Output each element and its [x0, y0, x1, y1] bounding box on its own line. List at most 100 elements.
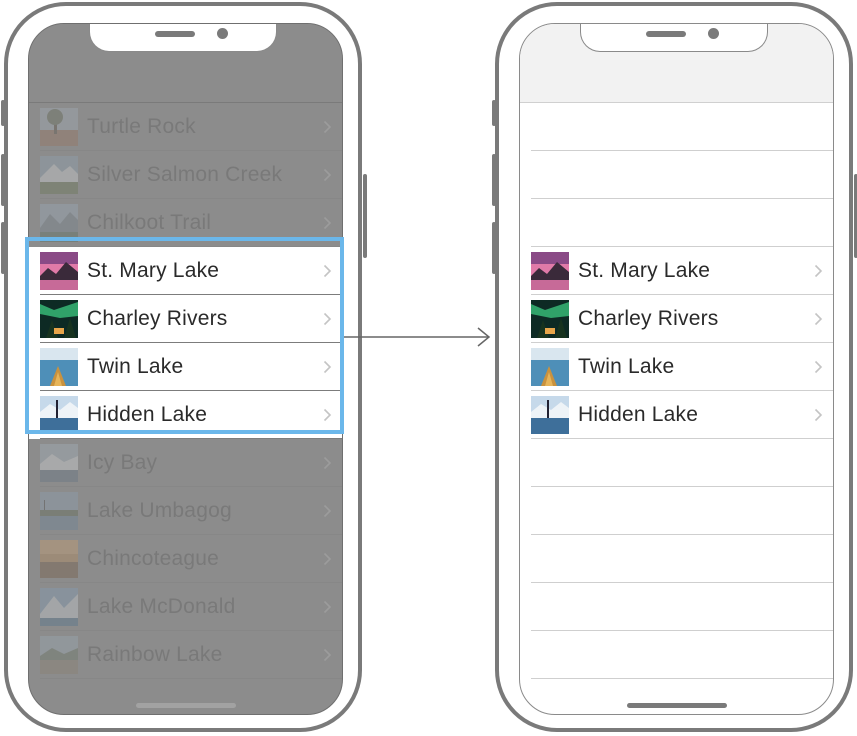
row-label: Lake McDonald	[87, 595, 236, 618]
list-row[interactable]: Turtle Rock	[29, 103, 342, 151]
row-label: Lake Umbagog	[87, 499, 232, 522]
speaker-grille	[646, 31, 686, 37]
row-label: Hidden Lake	[578, 403, 699, 426]
chevron-right-icon	[814, 312, 823, 326]
list-row[interactable]: Lake Umbagog	[29, 487, 342, 535]
row-separator	[531, 534, 833, 535]
chevron-right-icon	[323, 408, 332, 422]
row-label: Hidden Lake	[87, 403, 208, 426]
row-label: Twin Lake	[578, 355, 675, 378]
camera-dot	[217, 28, 228, 39]
row-separator	[40, 342, 342, 343]
row-label: Rainbow Lake	[87, 643, 223, 666]
list-row[interactable]: Rainbow Lake	[29, 631, 342, 679]
chincoteague-thumbnail	[40, 540, 78, 578]
list-row[interactable]: St. Mary Lake	[29, 247, 342, 295]
side-button	[492, 100, 496, 126]
twin-lake-thumbnail	[531, 348, 569, 386]
list-row	[520, 535, 833, 583]
right-arrow-icon	[344, 327, 491, 347]
row-label: Charley Rivers	[578, 307, 719, 330]
list-row[interactable]: Icy Bay	[29, 439, 342, 487]
row-separator	[531, 582, 833, 583]
chevron-right-icon	[323, 552, 332, 566]
charley-rivers-thumbnail	[531, 300, 569, 338]
chevron-right-icon	[814, 264, 823, 278]
list-row[interactable]: Lake McDonald	[29, 583, 342, 631]
side-button	[1, 100, 5, 126]
chevron-right-icon	[323, 216, 332, 230]
chevron-right-icon	[323, 600, 332, 614]
row-separator	[531, 342, 833, 343]
camera-dot	[708, 28, 719, 39]
row-separator	[531, 294, 833, 295]
icy-bay-thumbnail	[40, 444, 78, 482]
chevron-right-icon	[323, 312, 332, 326]
list-row[interactable]: Twin Lake	[29, 343, 342, 391]
list-row	[520, 199, 833, 247]
lake-mcdonald-thumbnail	[40, 588, 78, 626]
home-indicator[interactable]	[136, 703, 236, 708]
row-separator	[40, 438, 342, 439]
list-row	[520, 487, 833, 535]
row-label: Charley Rivers	[87, 307, 228, 330]
chevron-right-icon	[323, 504, 332, 518]
list-row[interactable]: Twin Lake	[520, 343, 833, 391]
rainbow-lake-thumbnail	[40, 636, 78, 674]
silver-salmon-creek-thumbnail	[40, 156, 78, 194]
list-row[interactable]: Hidden Lake	[520, 391, 833, 439]
row-separator	[531, 678, 833, 679]
list-row	[520, 583, 833, 631]
side-button	[854, 174, 857, 258]
row-label: Icy Bay	[87, 451, 158, 474]
row-separator	[40, 390, 342, 391]
side-button	[363, 174, 367, 258]
side-button	[1, 222, 5, 274]
row-separator	[531, 438, 833, 439]
turtle-rock-thumbnail	[40, 108, 78, 146]
chevron-right-icon	[323, 456, 332, 470]
row-separator	[531, 486, 833, 487]
side-button	[492, 222, 496, 274]
row-separator	[531, 150, 833, 151]
charley-rivers-thumbnail	[40, 300, 78, 338]
row-label: Chincoteague	[87, 547, 219, 570]
side-button	[1, 154, 5, 206]
row-label: St. Mary Lake	[578, 259, 711, 282]
chevron-right-icon	[323, 264, 332, 278]
side-button	[492, 154, 496, 206]
list-row	[520, 439, 833, 487]
hidden-lake-thumbnail	[531, 396, 569, 434]
chevron-right-icon	[323, 360, 332, 374]
chevron-right-icon	[814, 408, 823, 422]
row-separator	[40, 294, 342, 295]
row-label: Silver Salmon Creek	[87, 163, 283, 186]
list-row	[520, 631, 833, 679]
list-row[interactable]: Charley Rivers	[29, 295, 342, 343]
phone-notch	[580, 24, 768, 52]
home-indicator[interactable]	[627, 703, 727, 708]
row-separator	[531, 246, 833, 247]
chevron-right-icon	[814, 360, 823, 374]
st-mary-lake-thumbnail	[531, 252, 569, 290]
chevron-right-icon	[323, 648, 332, 662]
list-row[interactable]: Silver Salmon Creek	[29, 151, 342, 199]
list-row[interactable]: St. Mary Lake	[520, 247, 833, 295]
list-row[interactable]: Charley Rivers	[520, 295, 833, 343]
row-separator	[531, 390, 833, 391]
list-row[interactable]: Chincoteague	[29, 535, 342, 583]
list-row	[520, 103, 833, 151]
twin-lake-thumbnail	[40, 348, 78, 386]
lake-umbagog-thumbnail	[40, 492, 78, 530]
list-row	[520, 151, 833, 199]
row-label: St. Mary Lake	[87, 259, 220, 282]
speaker-grille	[155, 31, 195, 37]
row-label: Turtle Rock	[87, 115, 196, 138]
phone-notch	[89, 24, 277, 52]
row-label: Twin Lake	[87, 355, 184, 378]
row-separator	[40, 678, 342, 679]
chevron-right-icon	[323, 120, 332, 134]
row-separator	[531, 630, 833, 631]
